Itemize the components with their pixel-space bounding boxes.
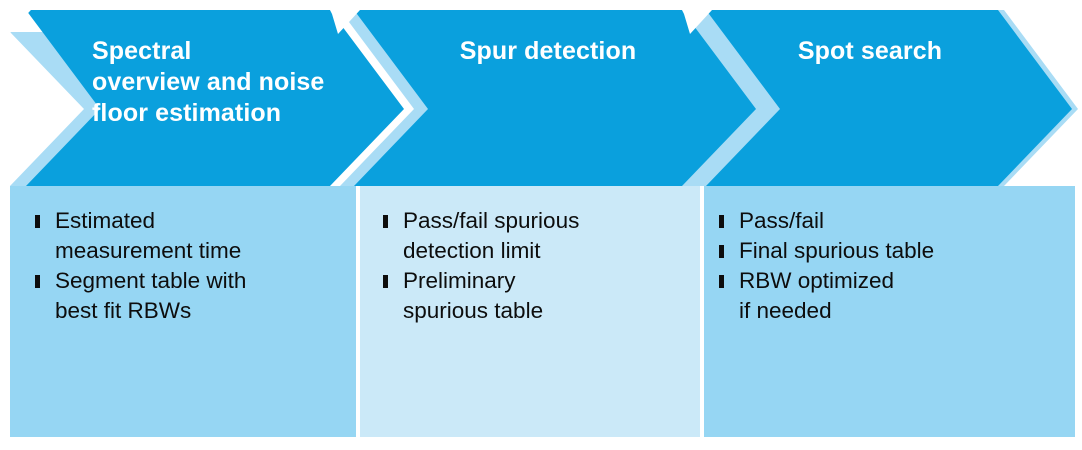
- step-title-spot-search: Spot search: [797, 37, 943, 65]
- body-separator-2: [700, 186, 704, 437]
- list-item: Pass/fail: [718, 206, 1048, 236]
- step-title-spectral-overview: Spectral overview and noise floor estima…: [92, 37, 325, 127]
- bullet-marker-icon: [383, 215, 388, 228]
- list-item: Estimated measurement time: [34, 206, 352, 266]
- step-chevron-3: [706, 10, 1072, 186]
- bullet-text: RBW optimized if needed: [739, 268, 895, 323]
- bullet-text: Estimated measurement time: [55, 208, 242, 263]
- bullet-text: Final spurious table: [739, 238, 935, 263]
- notch-white-gap-1: [330, 10, 360, 34]
- bullet-marker-icon: [35, 275, 40, 288]
- step-chevron-2: [354, 10, 756, 186]
- step-bullets-spot-search: Pass/fail Final spurious table RBW optim…: [718, 206, 1048, 326]
- bullet-text: Pass/fail: [739, 208, 825, 233]
- bullet-text: Pass/fail spurious detection limit: [403, 208, 580, 263]
- list-item: Pass/fail spurious detection limit: [382, 206, 694, 266]
- step-chevron-1: [26, 10, 404, 186]
- bullet-marker-icon: [719, 215, 724, 228]
- step-bullets-spectral-overview: Estimated measurement time Segment table…: [34, 206, 352, 326]
- list-item: Segment table with best fit RBWs: [34, 266, 352, 326]
- bullet-text: Preliminary spurious table: [403, 268, 544, 323]
- step-body-panel-3: [704, 186, 1075, 437]
- body-separator-1: [356, 186, 360, 437]
- step-body-panel-1: [10, 186, 356, 437]
- step-title-spur-detection: Spur detection: [459, 37, 637, 65]
- bullet-marker-icon: [383, 275, 388, 288]
- notch-white-top-left: [0, 0, 40, 44]
- step-body-panel-2: [360, 186, 700, 437]
- notch-white-gap-2: [682, 10, 712, 34]
- list-item: Final spurious table: [718, 236, 1048, 266]
- bullet-marker-icon: [719, 275, 724, 288]
- bullet-marker-icon: [35, 215, 40, 228]
- bullet-marker-icon: [719, 245, 724, 258]
- list-item: Preliminary spurious table: [382, 266, 694, 326]
- step-bullets-spur-detection: Pass/fail spurious detection limit Preli…: [382, 206, 694, 326]
- list-item: RBW optimized if needed: [718, 266, 1048, 326]
- bullet-text: Segment table with best fit RBWs: [55, 268, 247, 323]
